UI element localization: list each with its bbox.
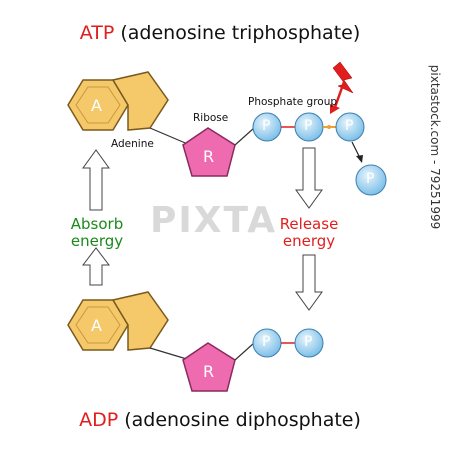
release-arrow-lower [295,254,323,311]
release-energy-label: Release energy [270,216,348,250]
atp-adenine-letter: A [91,96,102,115]
atp-p2-letter: P [304,118,313,134]
released-p-letter: P [366,171,375,187]
atp-p1-letter: P [262,118,271,134]
atp-title: ATP (adenosine triphosphate) [0,22,440,44]
watermark-side: pixtastock.com - 79251999 [427,64,442,230]
adp-phosphate-2 [294,328,324,358]
release-line-2: energy [282,232,336,250]
adp-adenine-letter: A [91,316,102,335]
release-line-1: Release [279,215,339,233]
atp-p3-letter: P [345,118,354,134]
release-arrow-upper [295,147,323,209]
adp-title-accent: ADP [79,409,119,431]
adp-molecule [67,291,324,392]
adp-title-rest: (adenosine diphosphate) [118,409,361,431]
ribose-label: Ribose [193,112,229,124]
atp-molecule [67,61,387,196]
adp-p2-letter: P [304,334,313,350]
adp-title: ADP (adenosine diphosphate) [0,409,440,431]
adp-p1-letter: P [262,334,271,350]
atp-ribose-pentagon [182,127,236,177]
absorb-energy-label: Absorb energy [60,216,134,250]
adp-ribose-letter: R [203,362,215,381]
atp-title-accent: ATP [79,22,115,44]
absorb-line-1: Absorb [70,215,124,233]
lightning-bolt-icon [332,61,354,94]
adenine-label: Adenine [111,138,154,150]
released-phosphate [355,164,387,196]
watermark-center: PIXTA [150,200,278,241]
adp-ribose-pentagon [182,342,236,392]
phosphate-group-label: Phosphate group [248,96,338,108]
atp-phosphate-3 [335,112,365,142]
absorb-line-2: energy [70,232,124,250]
atp-ribose-letter: R [203,147,215,166]
atp-title-rest: (adenosine triphosphate) [114,22,361,44]
absorb-arrow-lower [81,247,111,286]
absorb-arrow-upper [82,149,110,211]
